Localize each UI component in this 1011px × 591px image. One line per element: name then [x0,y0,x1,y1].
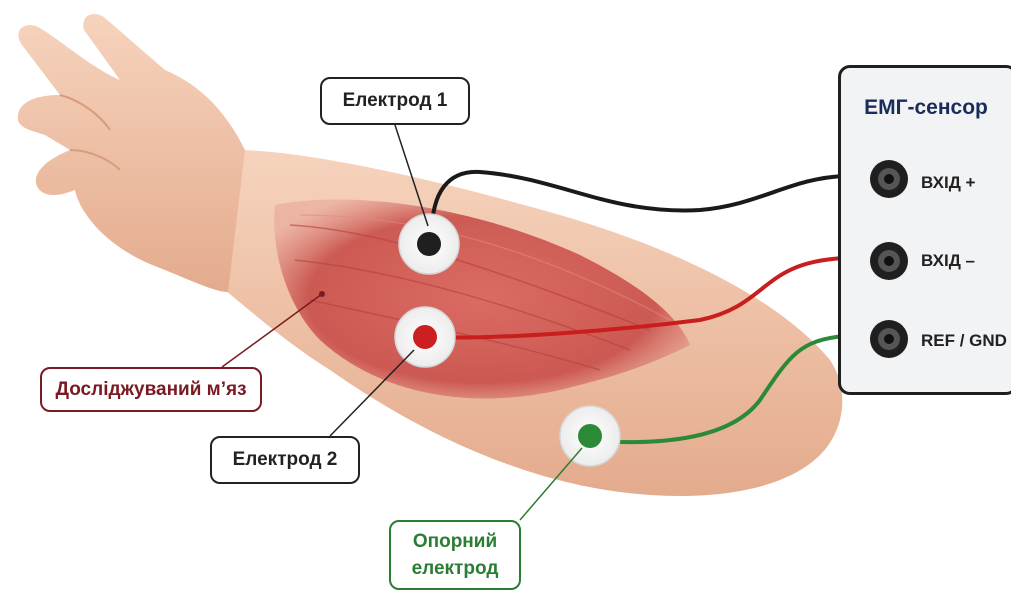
sensor-title: ЕМГ-сенсор [841,96,1011,120]
reference-electrode-label: Опорний електрод [389,520,521,590]
electrode-2-label: Електрод 2 [210,436,360,484]
port-jack-plus [870,160,908,198]
port-label-input-plus: ВХІД + [921,173,975,193]
hand [18,14,245,292]
electrode-2-pad [395,307,455,367]
port-label-input-minus: ВХІД – [921,251,975,271]
muscle-marker-dot [319,291,325,297]
port-jack-minus [870,242,908,280]
reference-label-line-1: Опорний [413,528,497,555]
electrode-1-label: Електрод 1 [320,77,470,125]
reference-electrode-pad [560,406,620,466]
port-jack-ref [870,320,908,358]
emg-sensor-box: ЕМГ-сенсор ВХІД + ВХІД – REF / GND [838,65,1011,395]
reference-label-line-2: електрод [412,555,499,582]
sensor-ports [859,158,919,378]
muscle-label: Досліджуваний м’яз [40,367,262,412]
port-label-ref-gnd: REF / GND [921,331,1007,351]
electrode-1-pad [399,214,459,274]
